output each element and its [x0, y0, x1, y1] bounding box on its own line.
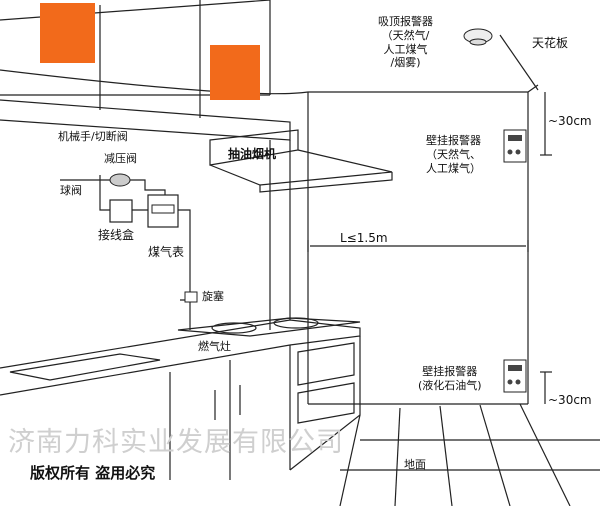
- gas-meter-label: 煤气表: [148, 245, 185, 259]
- dim-top-label: ~30cm: [548, 114, 592, 128]
- distance-label: L≤1.5m: [340, 231, 388, 245]
- watermark: 济南力科实业发展有限公司: [8, 427, 344, 458]
- ceiling-label: 天花板: [532, 36, 569, 50]
- wall-detector-lpg-label: 壁挂报警器 (液化石油气): [418, 365, 482, 392]
- range-hood-body: [209, 149, 393, 186]
- range-hood-label: 抽油烟机: [228, 147, 277, 161]
- stove-top: [177, 317, 361, 337]
- junction-box: [109, 199, 133, 223]
- wall-detector-lpg: [503, 359, 527, 393]
- pressure-reducer: [109, 173, 131, 187]
- ceiling-line: [0, 69, 539, 95]
- upper-cabinet-bottom: [0, 99, 291, 141]
- wall-detector-gas-label: 壁挂报警器 （天然气、 人工煤气）: [426, 134, 481, 175]
- plug-label: 旋塞: [202, 290, 224, 303]
- plug-valve: [184, 291, 198, 303]
- stove-label: 燃气灶: [198, 340, 231, 353]
- counter-top: [0, 319, 361, 396]
- valve-label: 机械手/切断阀: [58, 130, 128, 143]
- ceiling-detector-label: 吸顶报警器 （天然气/ 人工煤气 /烟雾): [378, 15, 433, 70]
- junction-box-label: 接线盒: [98, 228, 135, 242]
- dim-bottom-label: ~30cm: [548, 393, 592, 407]
- cabinet-panel-left: [40, 3, 95, 63]
- wall-detector-gas: [503, 129, 527, 163]
- ball-valve-label: 球阀: [60, 184, 82, 197]
- copyright-notice: 版权所有 盗用必究: [30, 464, 156, 482]
- cabinet-panel-right: [210, 45, 260, 100]
- reducer-label: 减压阀: [104, 152, 137, 165]
- gas-meter: [147, 194, 179, 228]
- floor-label: 地面: [404, 458, 426, 471]
